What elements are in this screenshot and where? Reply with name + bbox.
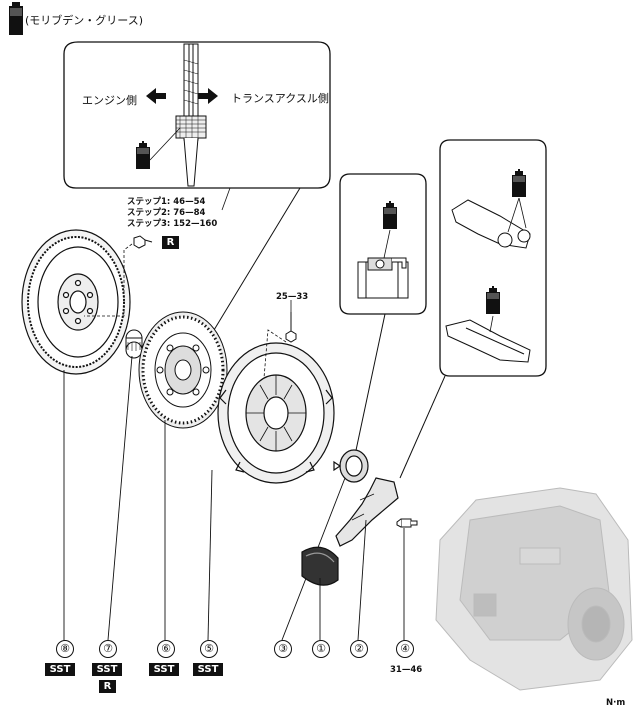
torque-step-1: ステップ1: 46—54 [127,197,206,207]
grease-legend-label: (モリブデン・グリース) [25,14,144,27]
torque-step-2: ステップ2: 76—84 [127,208,206,218]
part-number-flywheel: ⑧ [56,640,74,658]
arrow-right-icon [198,88,218,104]
pilot-bearing-icon [125,329,143,359]
flywheel-icon [21,229,131,375]
part-number-boot: ① [312,640,330,658]
sst-badge: SST [45,663,75,676]
clutch-disc-icon [138,311,228,429]
clutch-cover-bolt-icon [285,312,297,343]
release-fork-detail-icon [445,199,531,363]
sst-badge: SST [149,663,179,676]
replace-badge: R [99,680,116,693]
pivot-stud-icon [396,518,418,528]
part-number-pilot-bearing: ⑦ [99,640,117,658]
flywheel-bolt-icon [133,235,153,249]
pivot-stud-torque: 31—46 [390,665,423,675]
engine-side-label: エンジン側 [82,94,137,107]
part-number-pivot-stud: ④ [396,640,414,658]
release-bearing-icon [333,449,369,483]
release-fork-icon [335,477,399,547]
torque-step-3: ステップ3: 152—160 [127,219,218,229]
boot-icon [301,546,339,586]
part-number-clutch-cover: ⑤ [200,640,218,658]
part-number-clutch-disc: ⑥ [157,640,175,658]
release-bearing-detail-icon [357,257,409,299]
sst-badge: SST [92,663,122,676]
replace-badge: R [162,236,179,249]
part-number-release-bearing: ③ [274,640,292,658]
transaxle-side-label: トランスアクスル側 [231,92,329,105]
arrow-left-icon [146,88,166,104]
grease-can-icon [9,2,23,35]
cover-bolt-torque: 25—33 [276,292,309,302]
transaxle-icon [435,487,633,691]
clutch-cover-icon [217,342,335,484]
input-shaft-icon [175,43,207,187]
part-number-release-fork: ② [350,640,368,658]
sst-badge: SST [193,663,223,676]
torque-unit: N·m [606,698,626,708]
